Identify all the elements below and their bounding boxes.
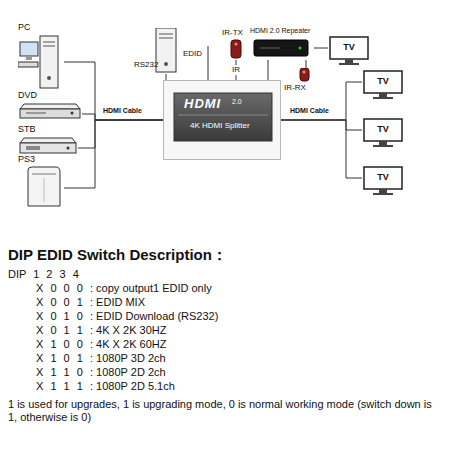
node-label: RS232: [134, 60, 158, 69]
hdmi-repeater: HDMI 2.0 Repeater: [250, 26, 314, 60]
table-cell: : 1080P 3D 2ch: [90, 352, 166, 365]
node-label: HDMI: [184, 97, 221, 112]
hdmi-connector: [306, 60, 307, 68]
table-cell: X 1 1 0: [36, 366, 83, 379]
table-cell: DIP 1 2 3 4: [8, 268, 79, 281]
table-cell: : 4K X 2K 60HZ: [90, 338, 166, 351]
tv-display: TV: [328, 36, 372, 66]
signal-label: HDMI Cable: [290, 107, 329, 115]
ir-receiver: IR-RX: [284, 68, 320, 96]
node-label: PC: [18, 22, 31, 32]
table-cell: : EDID MIX: [90, 296, 145, 309]
table-cell: X 1 1 1: [36, 380, 83, 393]
spacer: [0, 222, 450, 223]
node-label: IR-TX: [222, 28, 243, 37]
hdmi-connector: [78, 120, 163, 148]
node-label: 2.0: [232, 98, 242, 106]
node-label: TV: [362, 124, 404, 134]
pc-icon: [18, 22, 64, 92]
hdmi-connector: [268, 60, 269, 80]
node-label: HDMI 2.0 Repeater: [250, 27, 310, 35]
pc-source: PC: [18, 22, 64, 92]
ps3-source: PS3: [18, 154, 64, 208]
table-cell: X 0 0 1: [36, 296, 83, 309]
table-cell: X 1 0 1: [36, 352, 83, 365]
table-cell: : 4K X 2K 30HZ: [90, 324, 166, 337]
table-cell: X 1 0 0: [36, 338, 83, 351]
hdmi-connector: [281, 120, 362, 130]
node-label: TV: [328, 42, 370, 52]
dvd-source: DVD: [18, 90, 82, 122]
tv-display: TV: [362, 118, 406, 148]
node-label: STB: [18, 124, 36, 134]
node-label: IR-RX: [284, 83, 306, 92]
tv-display: TV: [362, 166, 406, 196]
table-cell: : copy output1 EDID only: [90, 282, 212, 295]
table-cell: : 1080P 2D 2ch: [90, 366, 166, 379]
table-cell: : 1080P 2D 5.1ch: [90, 380, 175, 393]
node-label: 4K HDMI Splitter: [190, 121, 250, 130]
stb-source: STB: [18, 124, 78, 156]
note-text: 1 is used for upgrades, 1 is upgrading m…: [8, 398, 440, 424]
signal-label: HDMI Cable: [103, 107, 142, 115]
node-label: DVD: [18, 90, 37, 100]
hdmi-connector: [281, 82, 362, 120]
signal-label: EDID: [183, 49, 202, 59]
edid-wire: [208, 46, 209, 80]
hdmi-connector: [314, 48, 328, 49]
table-cell: X 0 1 1: [36, 324, 83, 337]
ir-transmitter: IR-TX: [222, 28, 252, 60]
section-heading: DIP EDID Switch Description：: [8, 246, 227, 264]
table-cell: X 0 0 0: [36, 282, 83, 295]
edge-label: IR: [231, 65, 241, 75]
hdmi-connector: [281, 120, 362, 178]
node-label: TV: [362, 76, 404, 86]
rs232-computer: RS232: [134, 28, 178, 74]
node-label: PS3: [18, 154, 35, 164]
table-cell: : EDID Download (RS232): [90, 310, 218, 323]
tv-display: TV: [362, 70, 406, 100]
hdmi-connector: [64, 120, 163, 188]
table-cell: X 0 1 0: [36, 310, 83, 323]
hdmi-splitter: HDMI 2.0 4K HDMI Splitter: [163, 80, 281, 160]
node-label: TV: [362, 172, 404, 182]
